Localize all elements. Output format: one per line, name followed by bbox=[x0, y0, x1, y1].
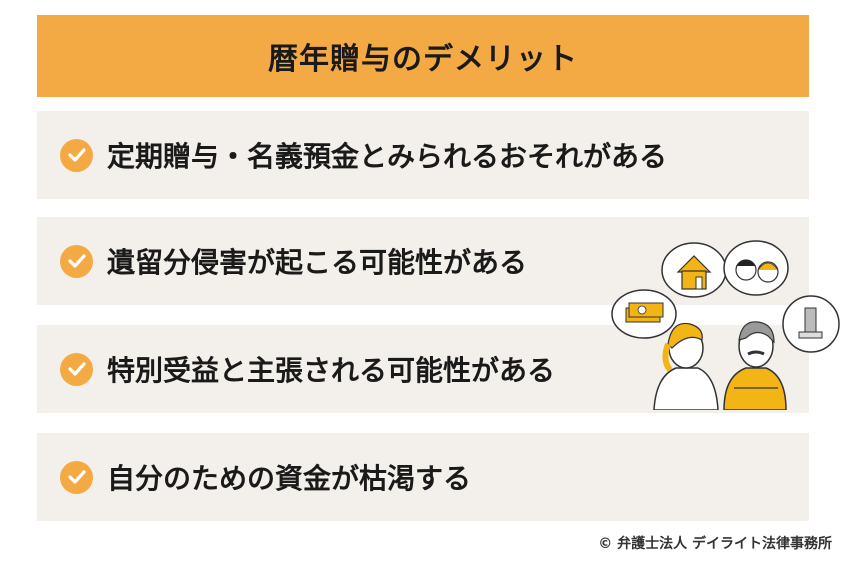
list-item-label: 自分のための資金が枯渇する bbox=[107, 462, 472, 495]
page-title: 暦年贈与のデメリット bbox=[268, 42, 578, 77]
family-faces-icon bbox=[735, 259, 779, 283]
title-banner: 暦年贈与のデメリット bbox=[37, 15, 809, 97]
list-item: 定期贈与・名義預金とみられるおそれがある bbox=[37, 111, 809, 199]
grave-icon bbox=[798, 307, 823, 339]
list-item-label: 定期贈与・名義預金とみられるおそれがある bbox=[107, 140, 668, 173]
check-circle-icon bbox=[60, 138, 93, 172]
money-icon bbox=[625, 302, 664, 323]
woman-figure bbox=[653, 322, 719, 410]
copyright-notice: © 弁護士法人 デイライト法律事務所 bbox=[598, 536, 832, 552]
worried-couple-illustration bbox=[611, 240, 840, 410]
list-item-label: 遺留分侵害が起こる可能性がある bbox=[107, 246, 528, 279]
house-icon bbox=[676, 255, 712, 290]
list-item-label: 特別受益と主張される可能性がある bbox=[107, 354, 556, 387]
check-circle-icon bbox=[60, 460, 93, 494]
check-circle-icon bbox=[60, 244, 93, 278]
list-item: 自分のための資金が枯渇する bbox=[37, 433, 809, 521]
man-figure bbox=[723, 321, 787, 410]
check-circle-icon bbox=[60, 352, 93, 386]
